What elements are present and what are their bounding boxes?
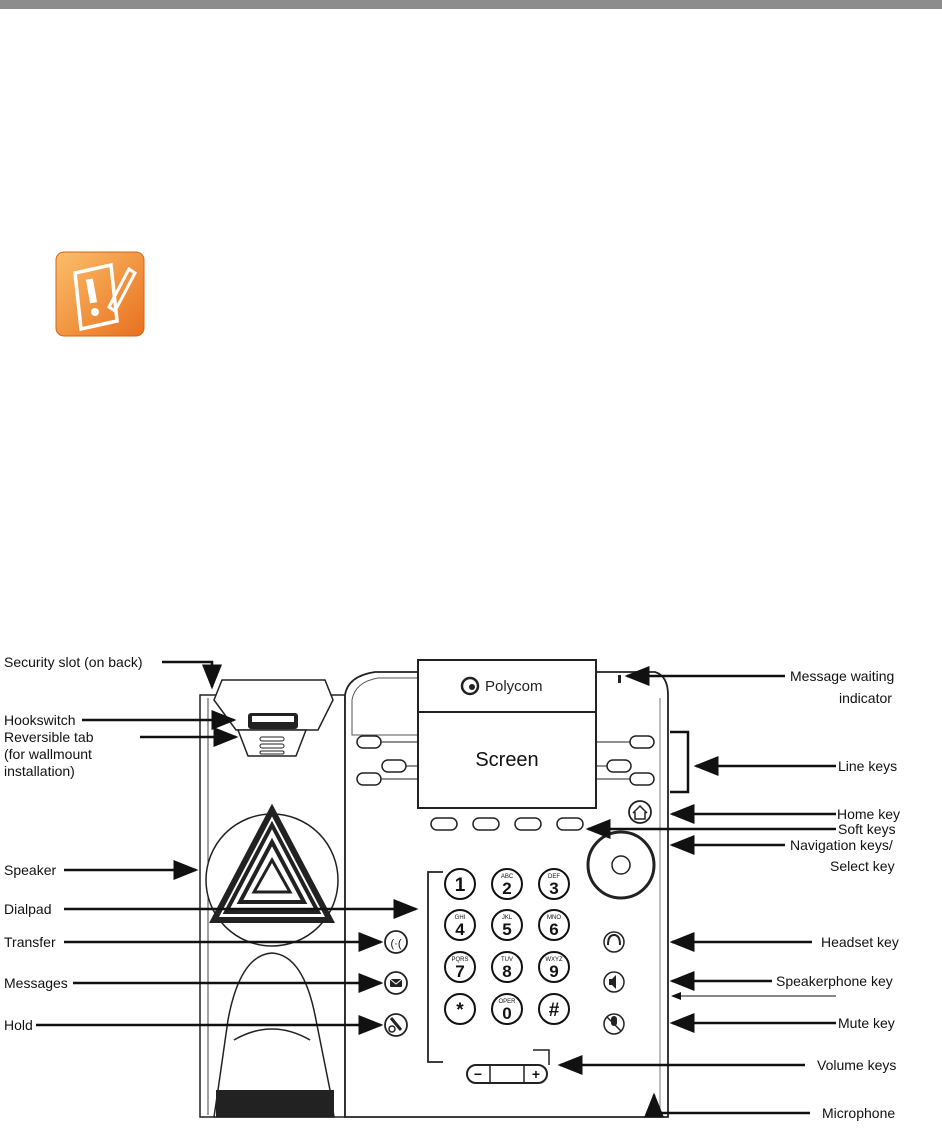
- navigation-keys: [586, 830, 656, 900]
- dialpad-key-digit: 0: [502, 1004, 511, 1023]
- label-volume-keys: Volume keys: [817, 1057, 897, 1073]
- dialpad-key-letters: WXYZ: [545, 957, 563, 963]
- dialpad-key-digit: 9: [549, 962, 558, 981]
- top-header-bar: [0, 0, 942, 9]
- label-message-waiting-2: indicator: [839, 690, 892, 706]
- dialpad-key-letters: MNO: [547, 915, 561, 921]
- reversible-tab: [236, 729, 308, 757]
- screen-label: Screen: [475, 749, 538, 771]
- home-key: [628, 800, 652, 824]
- headset-key: [603, 931, 625, 953]
- label-soft-keys: Soft keys: [838, 821, 896, 837]
- dialpad-key-digit: 3: [549, 879, 558, 898]
- dialpad-key-digit: 5: [502, 920, 511, 939]
- callout-lines: [36, 660, 836, 1118]
- label-dialpad: Dialpad: [4, 901, 52, 917]
- label-navigation-keys: Navigation keys/: [790, 837, 893, 853]
- dialpad-key-letters: ABC: [501, 874, 514, 880]
- line-keys-right: [596, 735, 655, 786]
- dialpad-key-digit: 8: [502, 962, 511, 981]
- label-speakerphone-key: Speakerphone key: [776, 973, 893, 989]
- label-home-key: Home key: [837, 806, 901, 822]
- phone-illustration: Polycom Screen: [36, 659, 836, 1118]
- dialpad-key-letters: TUV: [501, 957, 513, 963]
- label-microphone: Microphone: [822, 1105, 896, 1121]
- volume-keys: − +: [466, 1064, 548, 1084]
- volume-up-label: +: [532, 1066, 540, 1082]
- label-reversible-tab: Reversible tab: [4, 729, 94, 745]
- note-icon: [55, 251, 145, 337]
- svg-text:(·(: (·(: [391, 938, 402, 950]
- messages-key: [384, 971, 408, 995]
- handset-earpiece: [213, 952, 335, 1118]
- label-security-slot: Security slot (on back): [4, 654, 143, 670]
- dialpad-key-letters: GHI: [455, 915, 466, 921]
- dialpad-key-digit: 2: [502, 879, 511, 898]
- mute-key: [603, 1013, 625, 1035]
- dialpad-key-digit: 4: [455, 920, 465, 939]
- label-messages: Messages: [4, 975, 68, 991]
- volume-down-label: −: [474, 1066, 482, 1082]
- label-select-key: Select key: [830, 858, 895, 874]
- dialpad-key-digit: 6: [549, 920, 558, 939]
- dialpad-key-digit: *: [456, 1000, 464, 1021]
- screen: [417, 659, 597, 809]
- label-mute-key: Mute key: [838, 1015, 895, 1031]
- label-hookswitch: Hookswitch: [4, 712, 76, 728]
- dialpad-key-star[interactable]: *: [444, 993, 476, 1025]
- dialpad-key-digit: 1: [455, 875, 466, 896]
- transfer-key: (·(: [384, 930, 408, 954]
- dialpad-key-1[interactable]: 1: [444, 868, 476, 900]
- dialpad-key-digit: #: [549, 1000, 560, 1021]
- label-reversible-tab-3: installation): [4, 763, 75, 779]
- dialpad-key-letters: DEF: [548, 874, 560, 880]
- label-message-waiting: Message waiting: [790, 668, 895, 684]
- hold-key: [384, 1013, 408, 1037]
- label-reversible-tab-2: (for wallmount: [4, 746, 92, 762]
- label-hold: Hold: [4, 1017, 33, 1033]
- polycom-brand: Polycom: [485, 678, 543, 695]
- speakerphone-key: [603, 971, 625, 993]
- label-headset-key: Headset key: [821, 934, 899, 950]
- line-keys-left: [356, 735, 418, 786]
- message-waiting-led: [618, 675, 621, 683]
- dialpad-key-letters: PQRS: [451, 957, 468, 963]
- label-line-keys: Line keys: [838, 758, 898, 774]
- label-transfer: Transfer: [4, 934, 56, 950]
- label-speaker: Speaker: [4, 862, 57, 878]
- dialpad-key-letters: JKL: [502, 915, 513, 921]
- dialpad-key-letters: OPER: [498, 999, 516, 1005]
- soft-keys: [430, 817, 584, 831]
- speaker-grill: [205, 803, 339, 947]
- dialpad-key-digit: 7: [455, 962, 464, 981]
- dialpad-key-hash[interactable]: #: [538, 993, 570, 1025]
- phone-diagram: Polycom Screen: [0, 620, 942, 1127]
